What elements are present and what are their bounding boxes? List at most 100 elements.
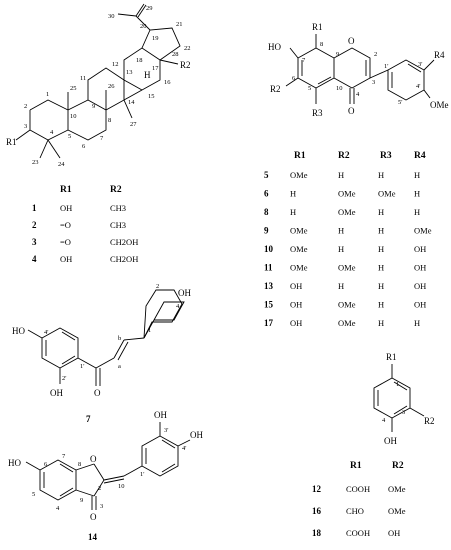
atom-number: 20 (140, 23, 147, 30)
atom-number: a (118, 363, 121, 370)
table-cell: H (378, 300, 384, 310)
atom-number: 1' (384, 63, 388, 70)
table-cell: H (338, 244, 344, 254)
table-cell: CH2OH (110, 254, 138, 264)
atom-number: 10 (70, 113, 77, 120)
atom-number: 6 (44, 461, 48, 468)
compound-id: 6 (264, 189, 269, 199)
table-cell: OMe (388, 484, 406, 494)
table-cell: OMe (290, 226, 308, 236)
compound-id: 2 (32, 220, 37, 230)
table-cell: =O (60, 220, 71, 230)
isoflavone-ho-label: HO (268, 42, 281, 52)
table-cell: OH (388, 528, 400, 538)
table-cell: H (338, 170, 344, 180)
table-cell: OH (414, 244, 426, 254)
atom-number: 2' (62, 375, 66, 382)
triterpene-table: R1 R2 1 OH CH3 2 =O CH3 3 =O CH2OH 4 OH … (32, 185, 138, 264)
atom-number: 1 (46, 91, 49, 98)
table-cell: H (414, 318, 420, 328)
compound-id: 5 (264, 170, 269, 180)
aurone-ho-label: HO (8, 458, 21, 468)
atom-number: 26 (108, 83, 115, 90)
isoflavone-r2-label: R2 (270, 84, 281, 94)
atom-number: 4 (382, 417, 386, 424)
table-header: R1 (350, 461, 362, 471)
table-cell: OMe (338, 189, 356, 199)
table-header: R1 (294, 151, 306, 161)
isoflavone-ome-label: OMe (430, 100, 449, 110)
table-cell: OMe (290, 170, 308, 180)
table-cell: H (378, 318, 384, 328)
table-cell: H (338, 281, 344, 291)
table-cell: H (290, 207, 296, 217)
isoflavone-r3-label: R3 (312, 108, 323, 118)
table-header: R2 (392, 461, 404, 471)
atom-number: 3' (164, 427, 168, 434)
isoflavone-r1-label: R1 (312, 22, 323, 32)
table-cell: H (378, 226, 384, 236)
compound-id: 1 (32, 203, 37, 213)
table-cell: COOH (346, 484, 370, 494)
atom-number: 9 (80, 497, 83, 504)
atom-number: 3 (24, 123, 27, 130)
compound-id: 17 (264, 318, 274, 328)
aurone-oh4-label: OH (190, 430, 203, 440)
phenol-table: R1 R2 12 COOH OMe 16 CHO OMe 18 COOH OH (312, 461, 406, 538)
chalcone-oh-bottom-label: OH (50, 388, 63, 398)
atom-number: 6 (82, 143, 86, 150)
table-cell: H (338, 226, 344, 236)
atom-number: 7 (62, 453, 66, 460)
table-header: R2 (110, 185, 122, 195)
atom-number: 25 (70, 85, 77, 92)
table-cell: OMe (338, 318, 356, 328)
atom-number: 9 (336, 51, 339, 58)
atom-number: 3 (402, 409, 405, 416)
atom-number: 7 (302, 57, 306, 64)
table-header: R3 (380, 151, 392, 161)
table-cell: OMe (388, 506, 406, 516)
isoflavone-o-keto-label: O (348, 106, 355, 116)
atom-number: 6 (292, 75, 296, 82)
table-cell: H (378, 281, 384, 291)
atom-number: 13 (126, 69, 133, 76)
atom-number: 3 (372, 79, 375, 86)
table-cell: H (378, 244, 384, 254)
table-cell: OH (290, 281, 302, 291)
table-cell: OH (60, 203, 72, 213)
table-cell: OH (60, 254, 72, 264)
atom-number: 29 (146, 5, 153, 12)
compound-id: 15 (264, 300, 274, 310)
atom-number: 4' (182, 445, 186, 452)
atom-number: 4 (176, 303, 180, 310)
table-cell: CH2OH (110, 237, 138, 247)
atom-number: 11 (80, 75, 86, 82)
isoflavone-o-ring-label: O (348, 36, 355, 46)
compound-id: 3 (32, 237, 37, 247)
table-cell: OMe (290, 244, 308, 254)
atom-number: 3 (100, 503, 103, 510)
atom-number: 14 (128, 99, 135, 106)
atom-number: 18 (136, 57, 143, 64)
atom-number: 4' (44, 329, 48, 336)
table-cell: OMe (338, 263, 356, 273)
table-cell: CH3 (110, 220, 126, 230)
atom-number: 27 (130, 121, 137, 128)
compound-id: 14 (88, 532, 98, 542)
triterpene-h-label: H (144, 70, 151, 80)
table-cell: H (414, 189, 420, 199)
table-cell: OMe (290, 263, 308, 273)
atom-number: 3' (418, 61, 422, 68)
atom-number: 1 (148, 327, 151, 334)
atom-number: 24 (58, 161, 65, 168)
atom-number: b (118, 335, 121, 342)
table-cell: COOH (346, 528, 370, 538)
atom-number: 1 (396, 381, 399, 388)
atom-number: 23 (32, 159, 39, 166)
compound-id: 10 (264, 244, 274, 254)
phenol-structure: R1 R2 OH 1 3 4 (373, 352, 435, 446)
atom-number: 2 (156, 283, 159, 290)
isoflavone-structure: HO O O OMe R1 R2 R3 R4 8 7 9 2 3 1' 3' 4… (268, 22, 449, 118)
table-cell: OMe (338, 207, 356, 217)
atom-number: 16 (164, 79, 171, 86)
